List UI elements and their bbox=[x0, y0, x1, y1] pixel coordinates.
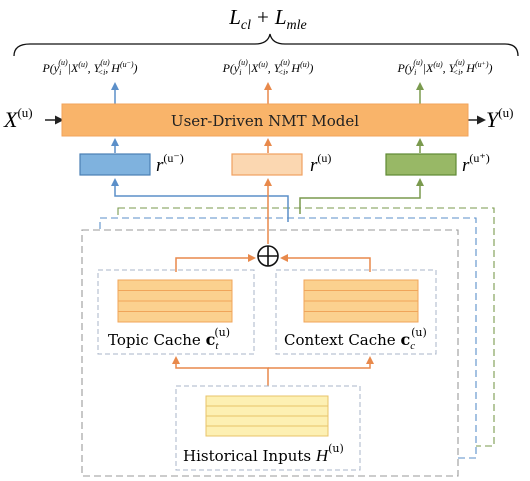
input-label: X(u) bbox=[3, 105, 33, 132]
history-label: Historical Inputs H(u) bbox=[183, 442, 344, 465]
loss-title: Lcl+Lmle bbox=[228, 5, 307, 33]
nmt-model-box bbox=[61, 103, 469, 137]
arrow-history-to-context bbox=[268, 356, 374, 369]
nmt-model-label: User-Driven NMT Model bbox=[171, 112, 359, 130]
rep-box-center bbox=[231, 153, 303, 176]
loss-brace bbox=[13, 33, 519, 57]
arrow-history-to-topic bbox=[172, 356, 269, 386]
context-cache-panel bbox=[275, 269, 437, 355]
prob-label-center: P(yi(u)|X(u), Y(u)<i, H(u)) bbox=[222, 58, 314, 77]
user-frame-front bbox=[81, 229, 459, 477]
arrow-blue-frame-to-rep-left bbox=[111, 178, 289, 222]
arrow-green-frame-to-rep-right bbox=[299, 178, 424, 214]
rep-label-left: r(u⁻) bbox=[156, 151, 184, 176]
rep-box-right bbox=[385, 153, 457, 176]
output-label: Y(u) bbox=[486, 105, 513, 132]
rep-box-left bbox=[79, 153, 151, 176]
prob-label-left: P(yi(u)|X(u), Y(u)<i, H(u⁻)) bbox=[41, 58, 137, 77]
rep-label-right: r(u⁺) bbox=[462, 151, 490, 176]
context-cache-label: Context Cache cc(u) bbox=[284, 326, 427, 352]
arrow-context-to-combine bbox=[280, 254, 371, 272]
rep-label-center: r(u) bbox=[310, 151, 331, 176]
arrow-topic-to-combine bbox=[175, 254, 256, 272]
prob-label-right: P(yi(u)|X(u), Y(u)<i, H(u⁺)) bbox=[396, 58, 492, 77]
history-panel bbox=[175, 385, 361, 471]
topic-cache-label: Topic Cache ct(u) bbox=[108, 326, 230, 352]
